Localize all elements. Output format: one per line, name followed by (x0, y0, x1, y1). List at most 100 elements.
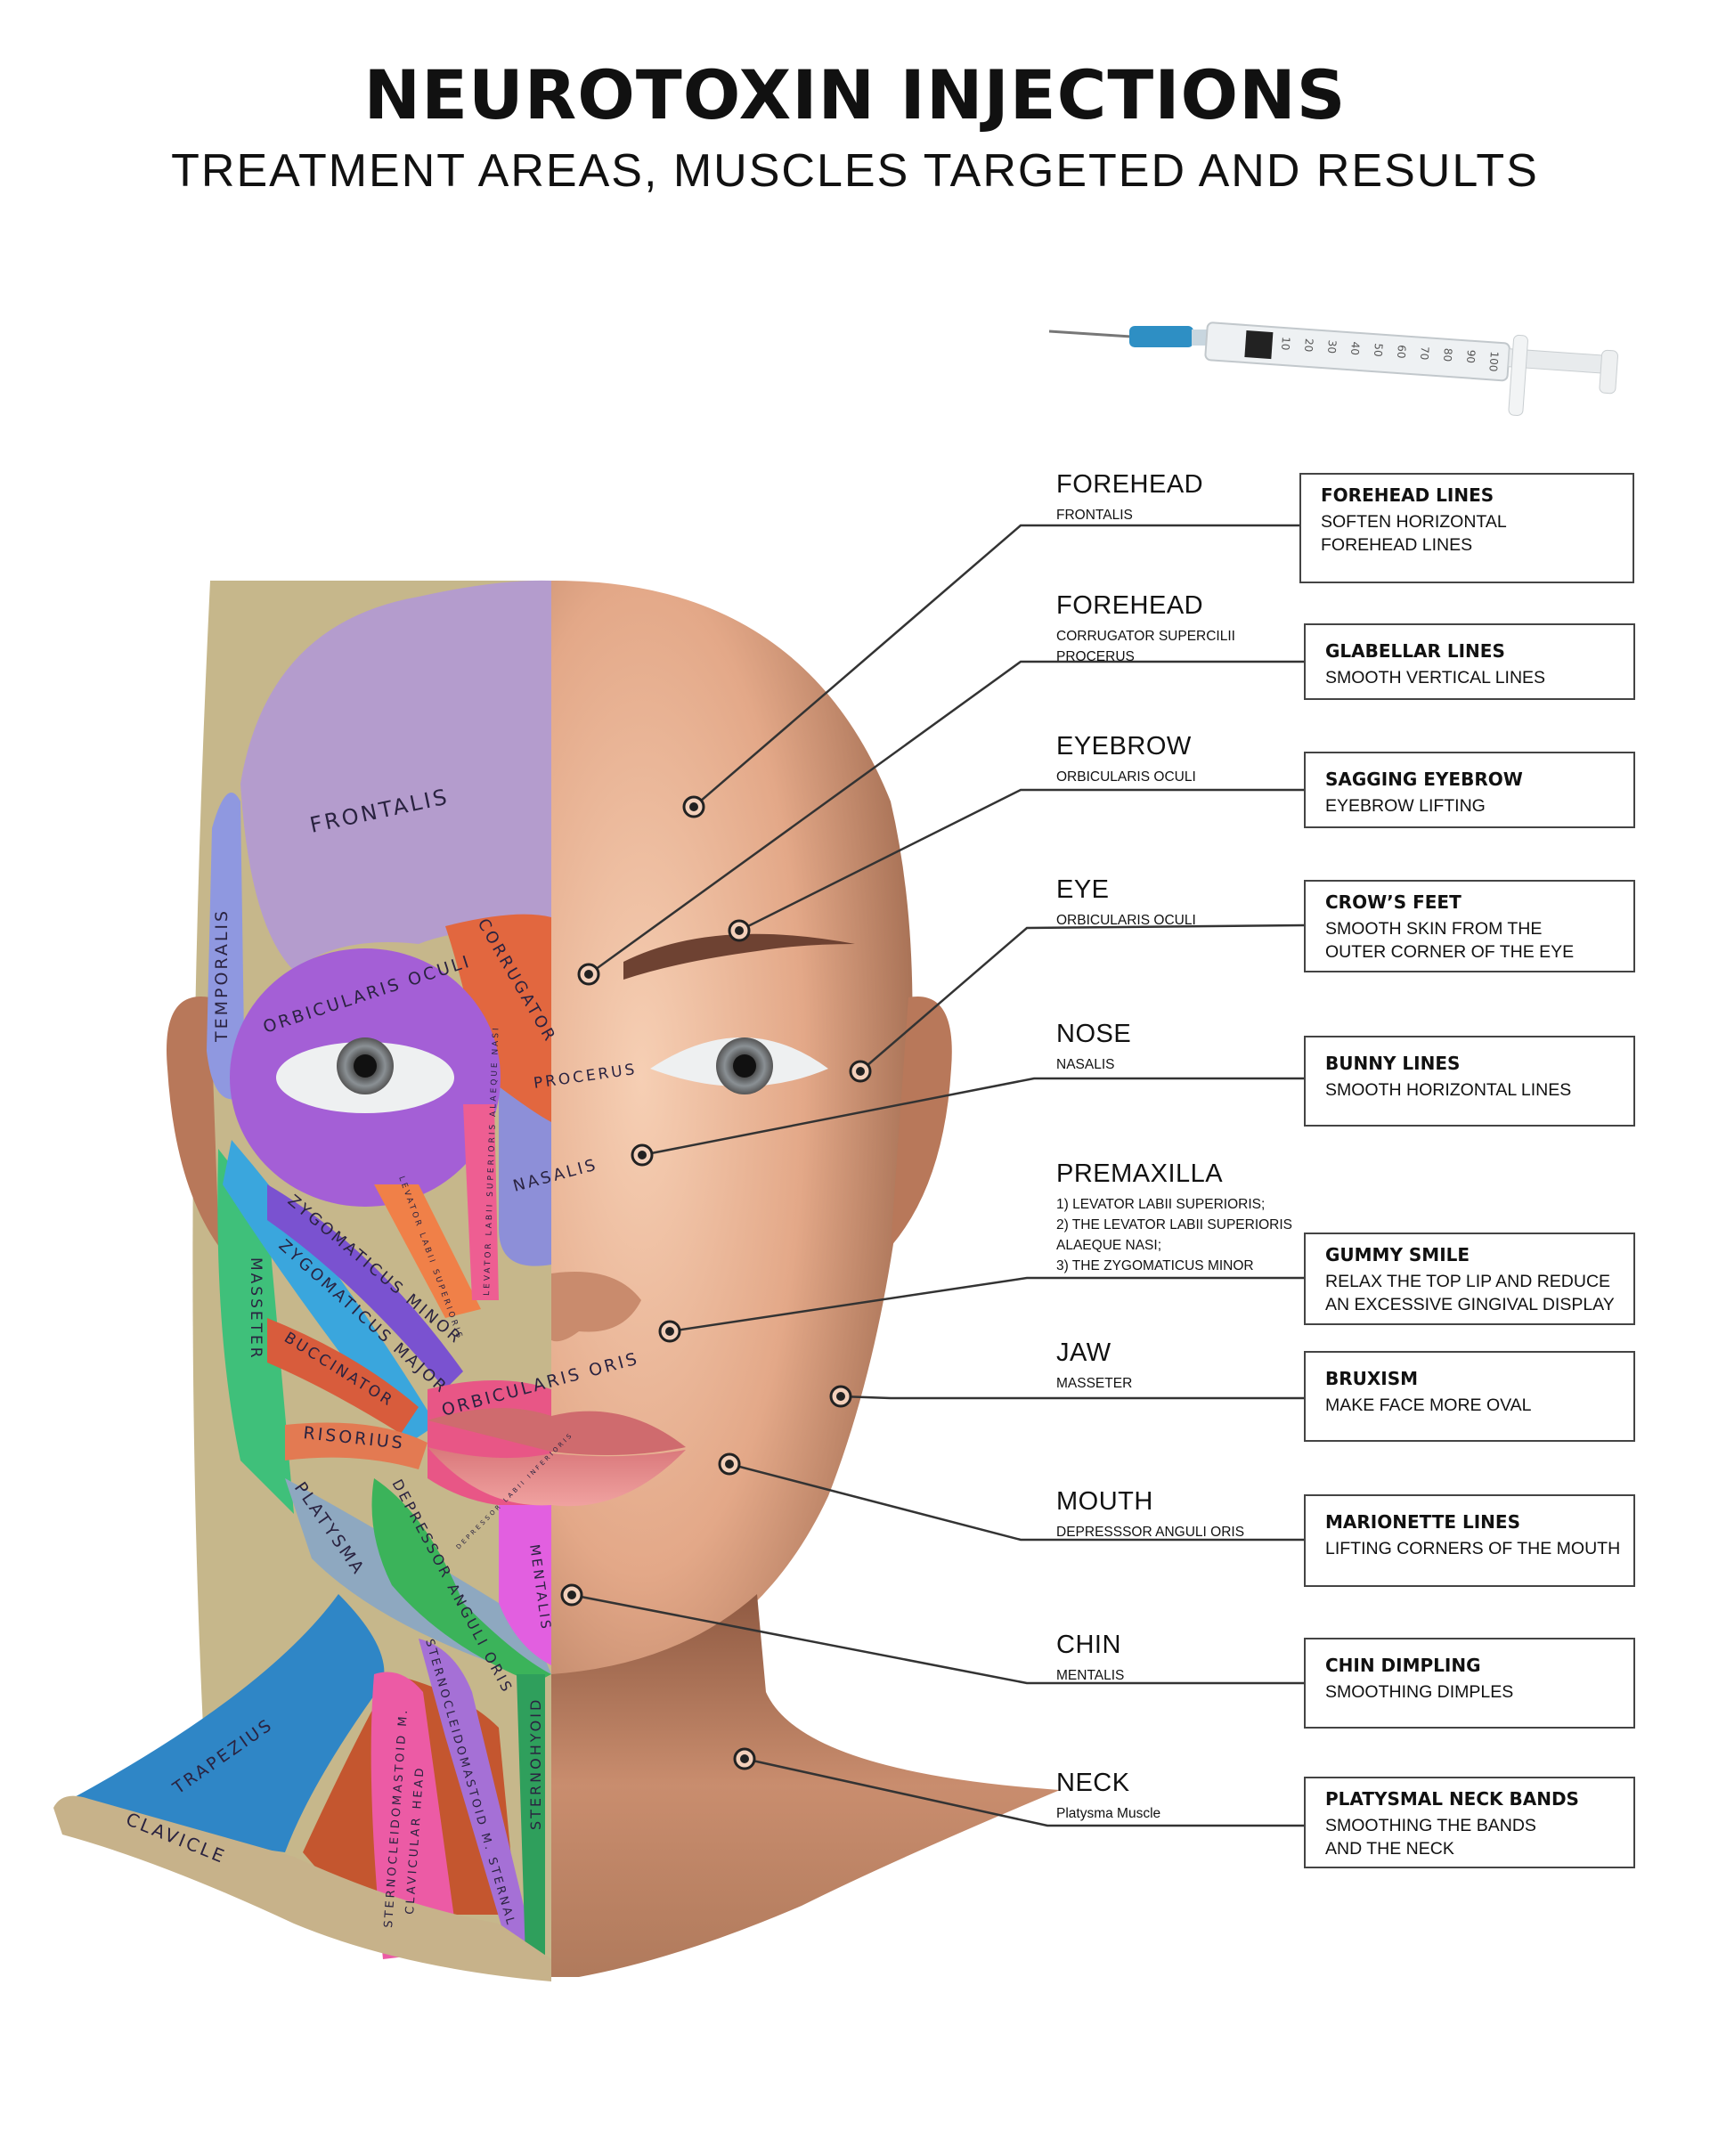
muscle-name: FRONTALIS (1056, 508, 1133, 523)
leader-line (744, 1757, 1304, 1827)
treatment-area-label: NOSE NASALIS (1056, 1020, 1299, 1075)
muscle-name: ORBICULARIS OCULI (1056, 769, 1196, 785)
result-description: LIFTING CORNERS OF THE MOUTH (1325, 1539, 1621, 1558)
result-box: CROW’S FEET SMOOTH SKIN FROM THE OUTER COR… (1304, 880, 1635, 972)
connector-lines (560, 524, 1305, 1827)
muscle-name: Platysma Muscle (1056, 1806, 1161, 1821)
result-description: SMOOTH VERTICAL LINES (1325, 668, 1546, 687)
result-description: FOREHEAD LINES (1321, 535, 1473, 555)
muscle-name: NASALIS (1056, 1057, 1115, 1072)
syringe-scale-label: 80 (1441, 347, 1454, 362)
treatment-area-label: EYEBROW ORBICULARIS OCULI (1056, 732, 1299, 787)
injection-point-center (638, 1151, 647, 1159)
result-title: PLATYSMAL NECK BANDS (1325, 1788, 1579, 1810)
result-description: AN EXCESSIVE GINGIVAL DISPLAY (1325, 1295, 1615, 1314)
injection-point-center (567, 1591, 576, 1599)
injection-point-center (740, 1754, 749, 1763)
muscle-name: CORRUGATOR SUPERCILII (1056, 629, 1235, 644)
area-name: MOUTH (1056, 1487, 1153, 1516)
injection-point-center (836, 1392, 845, 1401)
result-description: RELAX THE TOP LIP AND REDUCE (1325, 1272, 1611, 1291)
result-box: BUNNY LINES SMOOTH HORIZONTAL LINES (1304, 1036, 1635, 1127)
result-box: SAGGING EYEBROW EYEBROW LIFTING (1304, 752, 1635, 828)
result-title: BUNNY LINES (1325, 1053, 1461, 1074)
right-ear (891, 997, 952, 1247)
area-name: FOREHEAD (1056, 470, 1204, 499)
syringe-scale-label: 20 (1302, 338, 1315, 352)
syringe-scale-label: 90 (1464, 349, 1478, 363)
result-description: SMOOTH SKIN FROM THE (1325, 919, 1543, 939)
injection-point-center (725, 1460, 734, 1469)
treatment-area-label: NECK Platysma Muscle (1056, 1769, 1299, 1824)
result-title: GUMMY SMILE (1325, 1244, 1470, 1265)
result-description: AND THE NECK (1325, 1839, 1454, 1859)
area-name: JAW (1056, 1338, 1112, 1367)
syringe-scale-label: 70 (1418, 346, 1431, 361)
syringe-scale-label: 30 (1325, 339, 1339, 354)
leader-line (588, 660, 1304, 976)
injection-point-center (665, 1327, 674, 1336)
area-name: EYE (1056, 875, 1110, 904)
area-name: FOREHEAD (1056, 591, 1204, 620)
result-title: GLABELLAR LINES (1325, 640, 1505, 662)
leader-line (571, 1593, 1304, 1685)
neck-skin (551, 1594, 1060, 1977)
treatment-area-label: MOUTH DEPRESSSOR ANGULI ORIS (1056, 1487, 1299, 1542)
treatment-area-label: FOREHEAD FRONTALIS (1056, 470, 1299, 525)
page-title: NEUROTOXIN INJECTIONS (363, 55, 1347, 134)
leader-line (641, 1077, 1304, 1157)
result-title: CHIN DIMPLING (1325, 1655, 1481, 1676)
muscle-name: 3) THE ZYGOMATICUS MINOR (1056, 1258, 1254, 1273)
label-masseter: MASSETER (247, 1257, 265, 1361)
leader-line (693, 524, 1299, 808)
syringe-scale-label: 60 (1395, 345, 1408, 359)
label-sternohyoid: STERNOHYOID (527, 1697, 544, 1830)
muscle-layer (53, 580, 551, 1981)
muscle-name: ORBICULARIS OCULI (1056, 913, 1196, 928)
result-box: GLABELLAR LINES SMOOTH VERTICAL LINES (1304, 623, 1635, 700)
result-description: OUTER CORNER OF THE EYE (1325, 942, 1575, 962)
muscle-name: MENTALIS (1056, 1668, 1125, 1683)
leader-line (729, 1462, 1304, 1542)
treatment-area-label: CHIN MENTALIS (1056, 1631, 1299, 1686)
muscle-name: 1) LEVATOR LABII SUPERIORIS; (1056, 1197, 1266, 1212)
area-name: CHIN (1056, 1631, 1121, 1659)
result-description: EYEBROW LIFTING (1325, 796, 1486, 816)
result-description: SOFTEN HORIZONTAL (1321, 512, 1507, 532)
syringe-scale-label: 10 (1279, 337, 1292, 351)
muscle-name: PROCERUS (1056, 649, 1135, 664)
treatment-area-label: EYE ORBICULARIS OCULI (1056, 875, 1299, 931)
result-description: SMOOTH HORIZONTAL LINES (1325, 1080, 1572, 1100)
injection-point-center (584, 970, 593, 979)
area-name: NOSE (1056, 1020, 1132, 1048)
muscle-name: MASSETER (1056, 1376, 1133, 1391)
result-title: FOREHEAD LINES (1321, 484, 1494, 506)
injection-point-center (735, 926, 744, 935)
result-title: BRUXISM (1325, 1368, 1419, 1389)
syringe-scale-label: 100 (1486, 351, 1501, 372)
injection-point-center (689, 802, 698, 811)
muscle-name: ALAEQUE NASI; (1056, 1238, 1162, 1253)
treatment-area-label: JAW MASSETER (1056, 1338, 1299, 1394)
result-box: BRUXISM MAKE FACE MORE OVAL (1304, 1351, 1635, 1442)
result-box: FOREHEAD LINES SOFTEN HORIZONTAL FOREHEAD … (1299, 473, 1634, 583)
result-title: SAGGING EYEBROW (1325, 769, 1523, 790)
result-description: SMOOTHING DIMPLES (1325, 1682, 1514, 1702)
left-ear (167, 997, 219, 1247)
area-name: NECK (1056, 1769, 1130, 1797)
result-title: CROW’S FEET (1325, 891, 1462, 913)
syringe-scale-label: 40 (1348, 341, 1362, 355)
page-subtitle: TREATMENT AREAS, MUSCLES TARGETED AND RE… (171, 145, 1539, 197)
treatment-area-label: FOREHEAD CORRUGATOR SUPERCILII PROCERUS (1056, 591, 1299, 667)
face-skin-right (551, 580, 913, 1685)
injection-point-center (856, 1067, 865, 1076)
leader-line (669, 1276, 1304, 1333)
area-name: EYEBROW (1056, 732, 1192, 761)
result-description: MAKE FACE MORE OVAL (1325, 1395, 1532, 1415)
muscle-name: DEPRESSSOR ANGULI ORIS (1056, 1525, 1245, 1540)
leader-line (840, 1395, 1304, 1400)
